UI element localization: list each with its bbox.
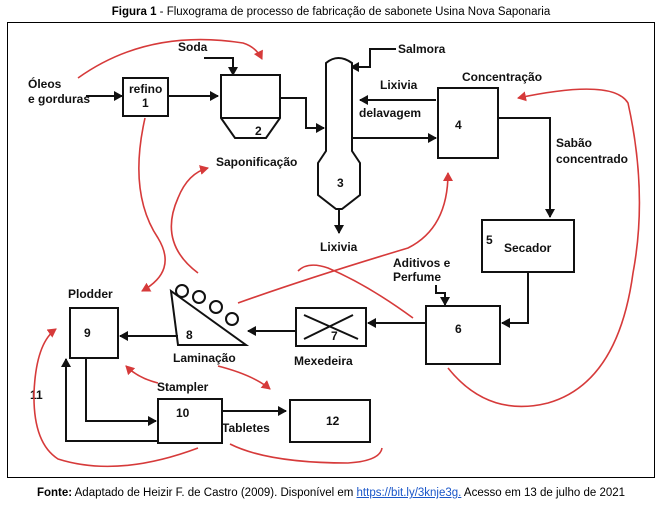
arrow-aditivos	[435, 285, 450, 306]
saponificacao-label: Saponificação	[216, 155, 297, 169]
saponificacao-number: 2	[255, 124, 262, 138]
red-arrow-refino-plodder	[138, 117, 166, 292]
plodder-number: 9	[84, 326, 91, 340]
figure-caption: Figura 1 - Fluxograma de processo de fab…	[0, 6, 662, 18]
red-arrow-concentracao	[237, 172, 453, 304]
mexedeira-label: Mexedeira	[294, 354, 353, 368]
concentracao-number: 4	[455, 118, 462, 132]
stampler-box	[157, 398, 223, 444]
laminacao-roller-4	[225, 312, 239, 326]
tanque-number: 6	[455, 322, 462, 336]
arrow-stampler-plodder-loop	[61, 358, 158, 442]
arrow-saponificacao-coluna	[280, 97, 325, 133]
arrow-concentracao-secador	[498, 117, 555, 218]
figure-title: - Fluxograma de processo de fabricação d…	[156, 6, 551, 18]
arrow-salmora	[350, 48, 396, 72]
red-arrow-loop-right	[447, 88, 641, 408]
oleos-label-2: e gorduras	[28, 92, 90, 106]
final-number: 12	[326, 414, 340, 428]
red-arrow-top	[77, 38, 263, 79]
refino-number: 1	[142, 96, 149, 110]
secador-label: Secador	[504, 241, 552, 255]
secador-number: 5	[486, 233, 493, 247]
plodder-label: Plodder	[68, 287, 113, 301]
red-arrow-saponificacao	[170, 165, 209, 274]
plodder-box	[69, 307, 119, 359]
laminacao-label: Laminação	[173, 351, 236, 365]
concentracao-box	[437, 87, 499, 159]
arrow-secador-tanque	[501, 272, 529, 328]
source-link[interactable]: https://bit.ly/3knje3g.	[356, 487, 462, 499]
red-arrow-tanque	[297, 264, 414, 319]
sabao-label-1: Sabão	[556, 136, 592, 150]
lixivia-label: Lixivia	[320, 240, 358, 254]
soda-label: Soda	[178, 40, 208, 54]
flowchart-diagram: Óleos e gorduras refino 1 Soda 2 Saponif…	[28, 38, 641, 468]
red-arrow-bottom	[229, 443, 383, 464]
laminacao-number: 8	[186, 328, 193, 342]
arrow-plodder-stampler	[85, 358, 157, 426]
aditivos-label-1: Aditivos e	[393, 256, 451, 270]
tanque-box	[425, 305, 501, 365]
concentracao-label: Concentração	[462, 70, 542, 84]
arrow-soda	[204, 57, 238, 76]
red-arrow-stampler-laminacao	[125, 365, 159, 384]
source-label: Fonte:	[36, 487, 73, 499]
stampler-label: Stampler	[157, 380, 209, 394]
salmora-label: Salmora	[398, 42, 446, 56]
lixivia-lavagem-label-1: Lixivia	[380, 78, 418, 92]
laminacao-unit	[169, 288, 250, 346]
flowchart-frame: Óleos e gorduras refino 1 Soda 2 Saponif…	[7, 22, 655, 478]
oleos-label-1: Óleos	[28, 76, 62, 91]
red-arrow-laminacao-final	[217, 365, 271, 390]
mexedeira-blade-1	[303, 314, 359, 340]
laminacao-roller-2	[192, 290, 206, 304]
sabao-label-2: concentrado	[556, 152, 628, 166]
final-box	[289, 399, 371, 443]
tabletes-label: Tabletes	[222, 421, 270, 435]
coluna-number: 3	[337, 176, 344, 190]
refino-label: refino	[129, 82, 162, 96]
figure-source: Fonte: Adaptado de Heizir F. de Castro (…	[0, 486, 662, 500]
source-access-date: Acesso em 13 de julho de 2021	[461, 487, 626, 499]
saponificacao-vessel	[220, 74, 281, 139]
aditivos-label-2: Perfume	[393, 270, 441, 284]
laminacao-roller-3	[209, 300, 223, 314]
laminacao-roller-1	[175, 284, 189, 298]
loop-number: 11	[30, 388, 43, 402]
lixivia-lavagem-label-2: delavagem	[359, 106, 421, 120]
red-arrow-left-loop	[33, 328, 199, 468]
coluna-lavagem	[317, 57, 361, 210]
figure-label: Figura 1	[111, 6, 157, 18]
secador-box	[481, 219, 575, 273]
mexedeira-number: 7	[331, 329, 338, 343]
stampler-number: 10	[176, 406, 190, 420]
source-text: Adaptado de Heizir F. de Castro (2009). …	[72, 487, 357, 499]
mexedeira-blade-2	[303, 314, 354, 340]
